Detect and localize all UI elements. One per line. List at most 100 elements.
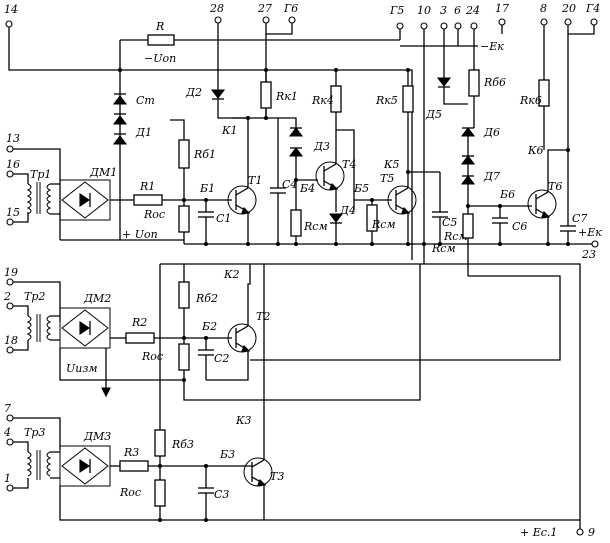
label-Rsm6: Rсм (443, 230, 468, 243)
label-C4: C4 (282, 178, 297, 191)
terminal-15[interactable] (6, 218, 14, 226)
label-D6: Д6 (483, 126, 500, 139)
terminal-G4[interactable] (590, 18, 598, 26)
label-terminal-1: 1 (4, 472, 11, 485)
label-terminal-19: 19 (4, 266, 18, 279)
label-Ct: Cт (136, 94, 155, 107)
terminal-6[interactable] (454, 22, 462, 30)
terminal-9[interactable] (576, 528, 584, 536)
terminal-19[interactable] (6, 278, 14, 286)
label-terminal-14: 14 (4, 3, 18, 16)
terminal-24[interactable] (470, 22, 478, 30)
label-terminal-6: 6 (454, 4, 461, 17)
top-terminals: 14 28 27 Г6 Г5 10 3 6 24 17 8 20 Г4 R −U… (4, 2, 600, 65)
label-terminal-24: 24 (465, 4, 480, 17)
label-D7: Д7 (483, 170, 500, 183)
terminal-27[interactable] (262, 16, 270, 24)
label-T6: Т6 (548, 180, 562, 193)
label-C7: C7 (572, 212, 587, 225)
label-Uizm: Uизм (66, 362, 97, 375)
label-K6: К6 (527, 144, 544, 157)
label-Rb3: Rб3 (171, 438, 194, 451)
terminal-8[interactable] (540, 18, 548, 26)
label-terminal-18: 18 (4, 334, 18, 347)
label-terminal-20: 20 (561, 2, 576, 15)
label-terminal-7: 7 (4, 402, 11, 415)
label-D4: Д4 (339, 204, 356, 217)
terminal-10[interactable] (420, 22, 428, 30)
label-Rk5: Rк5 (375, 94, 398, 107)
label-Ros3: Rос (119, 486, 141, 499)
label-Rb6: Rб6 (483, 76, 506, 89)
zener-stack-D1: Cт Д1 (112, 93, 155, 145)
label-D3: Д3 (313, 140, 330, 153)
terminal-17[interactable] (498, 18, 506, 26)
terminal-wires (217, 23, 595, 240)
label-T4: Т4 (342, 158, 356, 171)
label-D1: Д1 (135, 126, 152, 139)
label-Rsm4: Rсм (303, 220, 328, 233)
label-C6: C6 (512, 220, 527, 233)
label-Ros2: Rос (141, 350, 163, 363)
label-plus-Ek: +Eк (578, 226, 602, 239)
label-DM2: ДМ2 (83, 292, 111, 305)
terminal-G5[interactable] (396, 22, 404, 30)
label-C5: C5 (442, 216, 457, 229)
label-terminal-17: 17 (495, 2, 509, 15)
stage-T4: Д3 C4 Б4 Rсм Т4 Д4 Rк4 (266, 70, 356, 244)
label-B4: Б4 (299, 182, 315, 195)
label-terminal-4: 4 (3, 426, 11, 439)
label-B3: Б3 (219, 448, 235, 461)
channel-2: 19 2 18 Тр2 ДМ2 R2 Uизм Rб2 Rос Б2 (3, 264, 421, 401)
terminal-7[interactable] (6, 414, 14, 422)
label-Tr1: Тр1 (30, 168, 51, 181)
label-Rk1: Rк1 (275, 90, 298, 103)
label-C2: C2 (214, 352, 229, 365)
label-D5: Д5 (425, 108, 442, 121)
label-terminal-G4: Г4 (585, 2, 600, 15)
label-K5: К5 (383, 158, 400, 171)
channel-3: 7 4 1 Тр3 ДМ3 R3 Rб3 Rос Б3 C (3, 264, 595, 539)
label-Tr2: Тр2 (24, 290, 45, 303)
label-Rk4: Rк4 (311, 94, 334, 107)
terminal-1[interactable] (6, 484, 14, 492)
stage-T6: Д5 Rб6 Д6 Д7 Б6 Rсм C6 Т6 К6 (425, 42, 602, 276)
label-R1: R1 (139, 180, 155, 193)
terminal-20[interactable] (564, 18, 572, 26)
label-K2: К2 (223, 268, 240, 281)
label-R3: R3 (123, 446, 139, 459)
label-terminal-G6: Г6 (283, 2, 298, 15)
label-Tr3: Тр3 (24, 426, 45, 439)
label-T3: Т3 (270, 470, 284, 483)
label-K3: К3 (235, 414, 252, 427)
label-T5: Т5 (380, 172, 394, 185)
label-Rk6: Rк6 (519, 94, 542, 107)
label-B1: Б1 (199, 182, 215, 195)
label-minus-Ek: −Eк (480, 40, 504, 53)
terminal-18[interactable] (6, 346, 14, 354)
label-terminal-3: 3 (440, 4, 447, 17)
terminal-13[interactable] (6, 145, 14, 153)
label-terminal-8: 8 (540, 2, 547, 15)
terminal-23[interactable] (591, 240, 599, 248)
terminal-14[interactable] (5, 20, 13, 28)
label-Ec: + Eс.1 (520, 526, 557, 539)
terminal-G6[interactable] (288, 16, 296, 24)
terminal-16[interactable] (6, 170, 14, 178)
label-terminal-23: 23 (581, 248, 596, 261)
terminal-4[interactable] (6, 438, 14, 446)
terminal-3[interactable] (440, 22, 448, 30)
terminal-28[interactable] (214, 16, 222, 24)
label-R2: R2 (131, 316, 147, 329)
label-B2: Б2 (201, 320, 217, 333)
positive-bus: 23 (159, 240, 599, 530)
label-terminal-13: 13 (6, 132, 20, 145)
label-T2: Т2 (256, 310, 270, 323)
label-Rsm7: Rсм (431, 242, 456, 255)
terminal-2[interactable] (6, 302, 14, 310)
label-Rsm5: Rсм (371, 218, 396, 231)
label-terminal-15: 15 (6, 206, 20, 219)
label-D2: Д2 (185, 86, 202, 99)
label-terminal-27: 27 (257, 2, 272, 15)
